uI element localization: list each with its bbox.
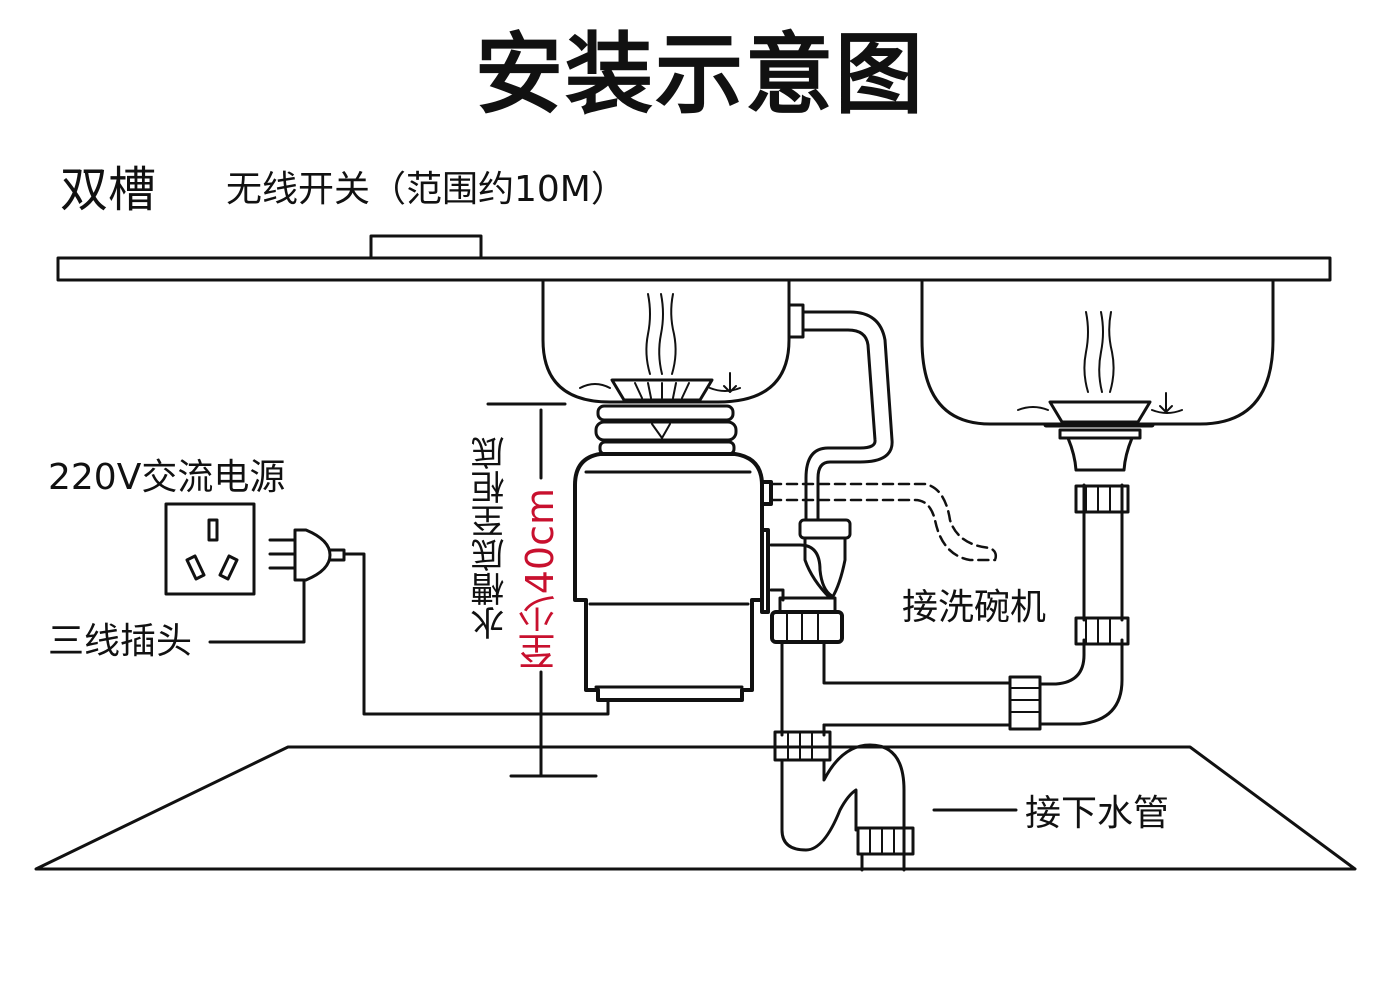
three-wire-plug-icon bbox=[268, 528, 346, 582]
dishwasher-hose bbox=[787, 303, 894, 522]
power-cord bbox=[208, 552, 610, 716]
disposer-mount bbox=[594, 404, 738, 456]
countertop bbox=[56, 256, 1332, 282]
diagram-title: 安装示意图 bbox=[474, 23, 925, 126]
dishwasher-inlet-dashed bbox=[769, 482, 998, 562]
three-wire-plug-label: 三线插头 bbox=[48, 621, 193, 662]
measurement-line bbox=[509, 408, 598, 778]
wireless-switch-label: 无线开关（范围约10M） bbox=[226, 169, 627, 210]
left-sink-bowl bbox=[486, 278, 791, 406]
water-flow-icon bbox=[645, 293, 677, 375]
right-drain-strainer-icon bbox=[1017, 392, 1183, 472]
drain-strainer-icon bbox=[579, 372, 741, 402]
outlet-tee bbox=[769, 518, 852, 644]
wireless-switch-icon bbox=[369, 234, 483, 260]
dishwasher-label: 接洗碗机 bbox=[902, 587, 1047, 628]
sink-type-label: 双槽 bbox=[60, 162, 157, 218]
right-water-flow-icon bbox=[1083, 311, 1115, 393]
power-source-label: 220V交流电源 bbox=[48, 457, 286, 498]
cabinet-floor bbox=[34, 745, 1357, 871]
s-trap-pipe bbox=[773, 640, 915, 872]
power-socket-icon bbox=[164, 502, 256, 596]
drain-pipe-label: 接下水管 bbox=[1025, 793, 1170, 834]
garbage-disposer bbox=[573, 452, 773, 702]
horizontal-connector-pipe bbox=[822, 640, 1012, 727]
right-drain-pipe bbox=[1008, 483, 1130, 731]
